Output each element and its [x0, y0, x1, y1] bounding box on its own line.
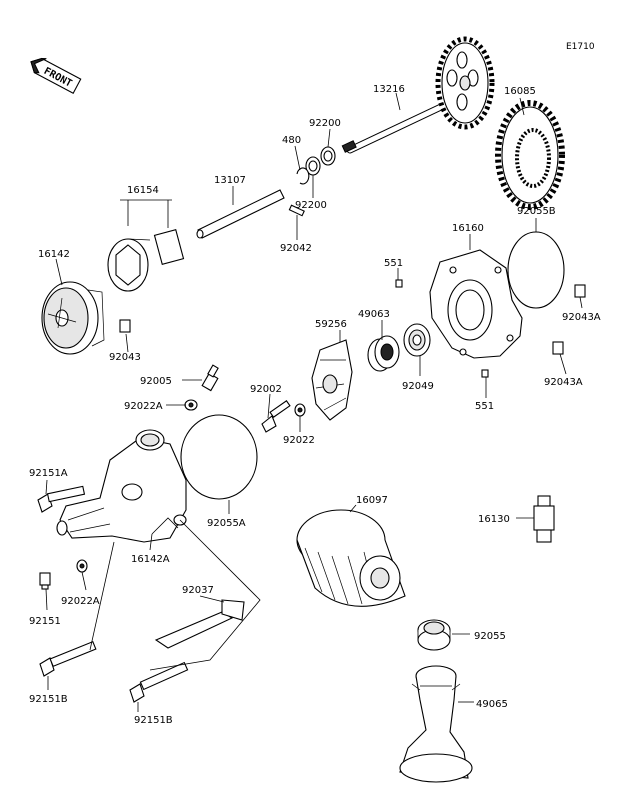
pump-body-16160 — [429, 249, 523, 359]
impeller-59256 — [311, 339, 353, 421]
dowel-92043 — [119, 319, 131, 333]
label-92151a: 92151A — [29, 468, 68, 479]
dowel-92043a-top — [574, 284, 586, 298]
label-92002: 92002 — [250, 384, 282, 395]
label-480: 480 — [282, 135, 301, 146]
bleed-bolt-92005 — [201, 364, 219, 392]
circlip-480 — [296, 167, 310, 185]
label-92200-bottom: 92200 — [295, 200, 327, 211]
label-92055: 92055 — [474, 631, 506, 642]
label-16160: 16160 — [452, 223, 484, 234]
label-59256: 59256 — [315, 319, 347, 330]
label-92151b-left: 92151B — [29, 694, 68, 705]
label-92151: 92151 — [29, 616, 61, 627]
bolt-92151b-right — [129, 661, 189, 703]
pin-92042 — [288, 204, 305, 217]
o-ring-92055a — [180, 414, 258, 500]
label-92037: 92037 — [182, 585, 214, 596]
strainer-49065 — [399, 665, 473, 783]
gear-16085 — [495, 100, 565, 210]
front-arrow-icon: FRONT — [30, 57, 82, 95]
driven-gear-13216 — [341, 36, 495, 154]
bolt-92151b-left — [39, 640, 97, 677]
label-92042: 92042 — [280, 243, 312, 254]
label-92043a-mid: 92043A — [544, 377, 583, 388]
bolt-92151 — [39, 572, 51, 590]
pump-housing-16142 — [41, 281, 105, 355]
label-92005: 92005 — [140, 376, 172, 387]
label-16085: 16085 — [504, 86, 536, 97]
label-92055b: 92055B — [517, 206, 556, 217]
label-16142a: 16142A — [131, 554, 170, 565]
label-16142: 16142 — [38, 249, 70, 260]
pump-cover-16142a — [56, 429, 187, 543]
leader-lines — [45, 92, 583, 712]
label-551-bottom: 551 — [475, 401, 494, 412]
label-92022a-bottom: 92022A — [61, 596, 100, 607]
label-92151b-right: 92151B — [134, 715, 173, 726]
pin-551-bottom — [481, 369, 489, 378]
label-92200-top: 92200 — [309, 118, 341, 129]
label-13107: 13107 — [214, 175, 246, 186]
o-ring-92055 — [417, 619, 451, 651]
label-16097: 16097 — [356, 495, 388, 506]
label-49065: 49065 — [476, 699, 508, 710]
rotor-16154 — [107, 228, 185, 292]
label-92055a: 92055A — [207, 518, 246, 529]
fitting-16130 — [533, 495, 555, 543]
label-92043: 92043 — [109, 352, 141, 363]
label-92049: 92049 — [402, 381, 434, 392]
label-16130: 16130 — [478, 514, 510, 525]
o-ring-92055b — [507, 231, 565, 309]
label-92022: 92022 — [283, 435, 315, 446]
bolt-92151a — [37, 485, 86, 513]
pump-shaft-13107 — [196, 189, 285, 239]
label-92022a-top: 92022A — [124, 401, 163, 412]
oil-filter-16097 — [296, 509, 406, 607]
bracket-92037 — [154, 599, 245, 649]
label-16154: 16154 — [127, 185, 159, 196]
bolt-92002 — [261, 400, 291, 433]
seal-49063 — [367, 335, 400, 372]
reference-code: E1710 — [566, 42, 595, 52]
label-49063: 49063 — [358, 309, 390, 320]
bearing-92049 — [403, 323, 431, 357]
dowel-92043a-mid — [552, 341, 564, 355]
label-92043a-top: 92043A — [562, 312, 601, 323]
label-551-top: 551 — [384, 258, 403, 269]
pin-551-top — [395, 279, 403, 288]
label-13216: 13216 — [373, 84, 405, 95]
